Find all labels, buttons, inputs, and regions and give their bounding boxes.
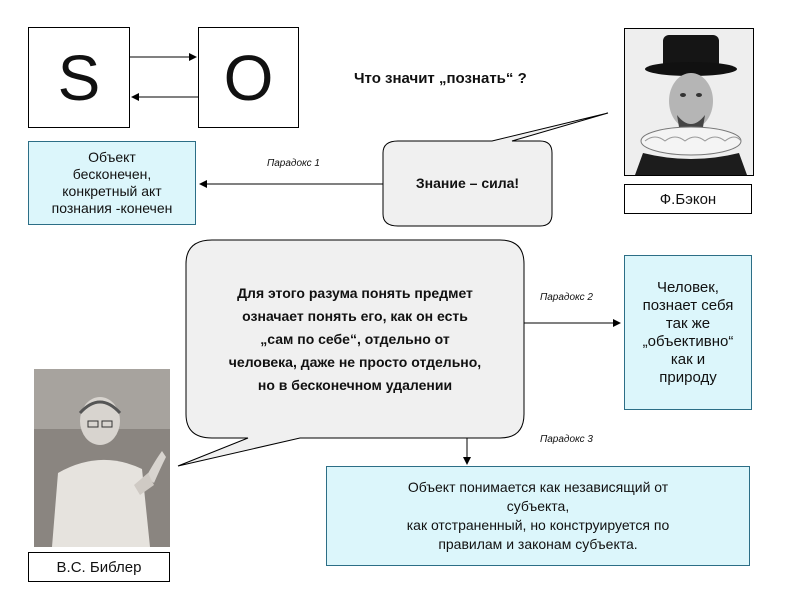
subject-box: S	[28, 27, 130, 128]
bacon-speech-bubble	[382, 112, 609, 227]
bibler-quote: Для этого разума понять предмет означает…	[190, 282, 520, 397]
paradox-1-line: познания -конечен	[51, 200, 173, 216]
bibler-photo-image	[34, 369, 170, 547]
bibler-photo	[34, 369, 170, 547]
paradox-3-box: Объект понимается как независящий от суб…	[326, 466, 750, 566]
bibler-quote-line: означает понять его, как он есть	[242, 308, 468, 324]
paradox-3-label: Парадокс 3	[540, 434, 593, 445]
object-letter: O	[223, 41, 274, 114]
bibler-quote-line: но в бесконечном удалении	[257, 377, 453, 393]
paradox-2-line: так же	[665, 314, 711, 332]
object-box: O	[198, 27, 299, 128]
subject-letter: S	[57, 41, 101, 114]
bacon-portrait	[624, 28, 754, 176]
bibler-quote-line: человека, даже не просто отдельно,	[228, 354, 482, 370]
paradox-3-line: субъекта,	[506, 498, 570, 514]
bacon-quote: Знание – сила!	[415, 175, 520, 191]
bibler-quote-line: „сам по себе“, отдельно от	[260, 331, 450, 347]
bibler-speech-bubble	[177, 239, 525, 467]
paradox-2-line: природу	[659, 368, 717, 386]
paradox-2-label: Парадокс 2	[540, 292, 593, 303]
bibler-caption: В.С. Библер	[28, 552, 170, 582]
paradox-1-line: конкретный акт	[62, 183, 162, 199]
paradox-2-line: познает себя	[642, 296, 734, 314]
paradox-2-line: как и	[670, 350, 706, 368]
bibler-quote-line: Для этого разума понять предмет	[237, 285, 473, 301]
paradox-3-line: как отстраненный, но конструируется по	[406, 517, 670, 533]
paradox-1-box: Объект бесконечен, конкретный акт познан…	[28, 141, 196, 225]
paradox-1-line: бесконечен,	[72, 166, 152, 182]
paradox-3-line: правилам и законам субъекта.	[438, 536, 638, 552]
paradox-1-line: Объект	[88, 149, 136, 165]
paradox-3-line: Объект понимается как независящий от	[407, 479, 669, 495]
paradox-2-box: Человек, познает себя так же „объективно…	[624, 255, 752, 410]
bacon-caption: Ф.Бэкон	[624, 184, 752, 214]
paradox-2-line: Человек,	[657, 278, 719, 296]
paradox-1-label: Парадокс 1	[267, 158, 320, 169]
paradox-2-line: „объективно“	[642, 332, 734, 350]
question-title: Что значит „познать“ ?	[354, 70, 527, 87]
bacon-portrait-image	[625, 29, 753, 175]
